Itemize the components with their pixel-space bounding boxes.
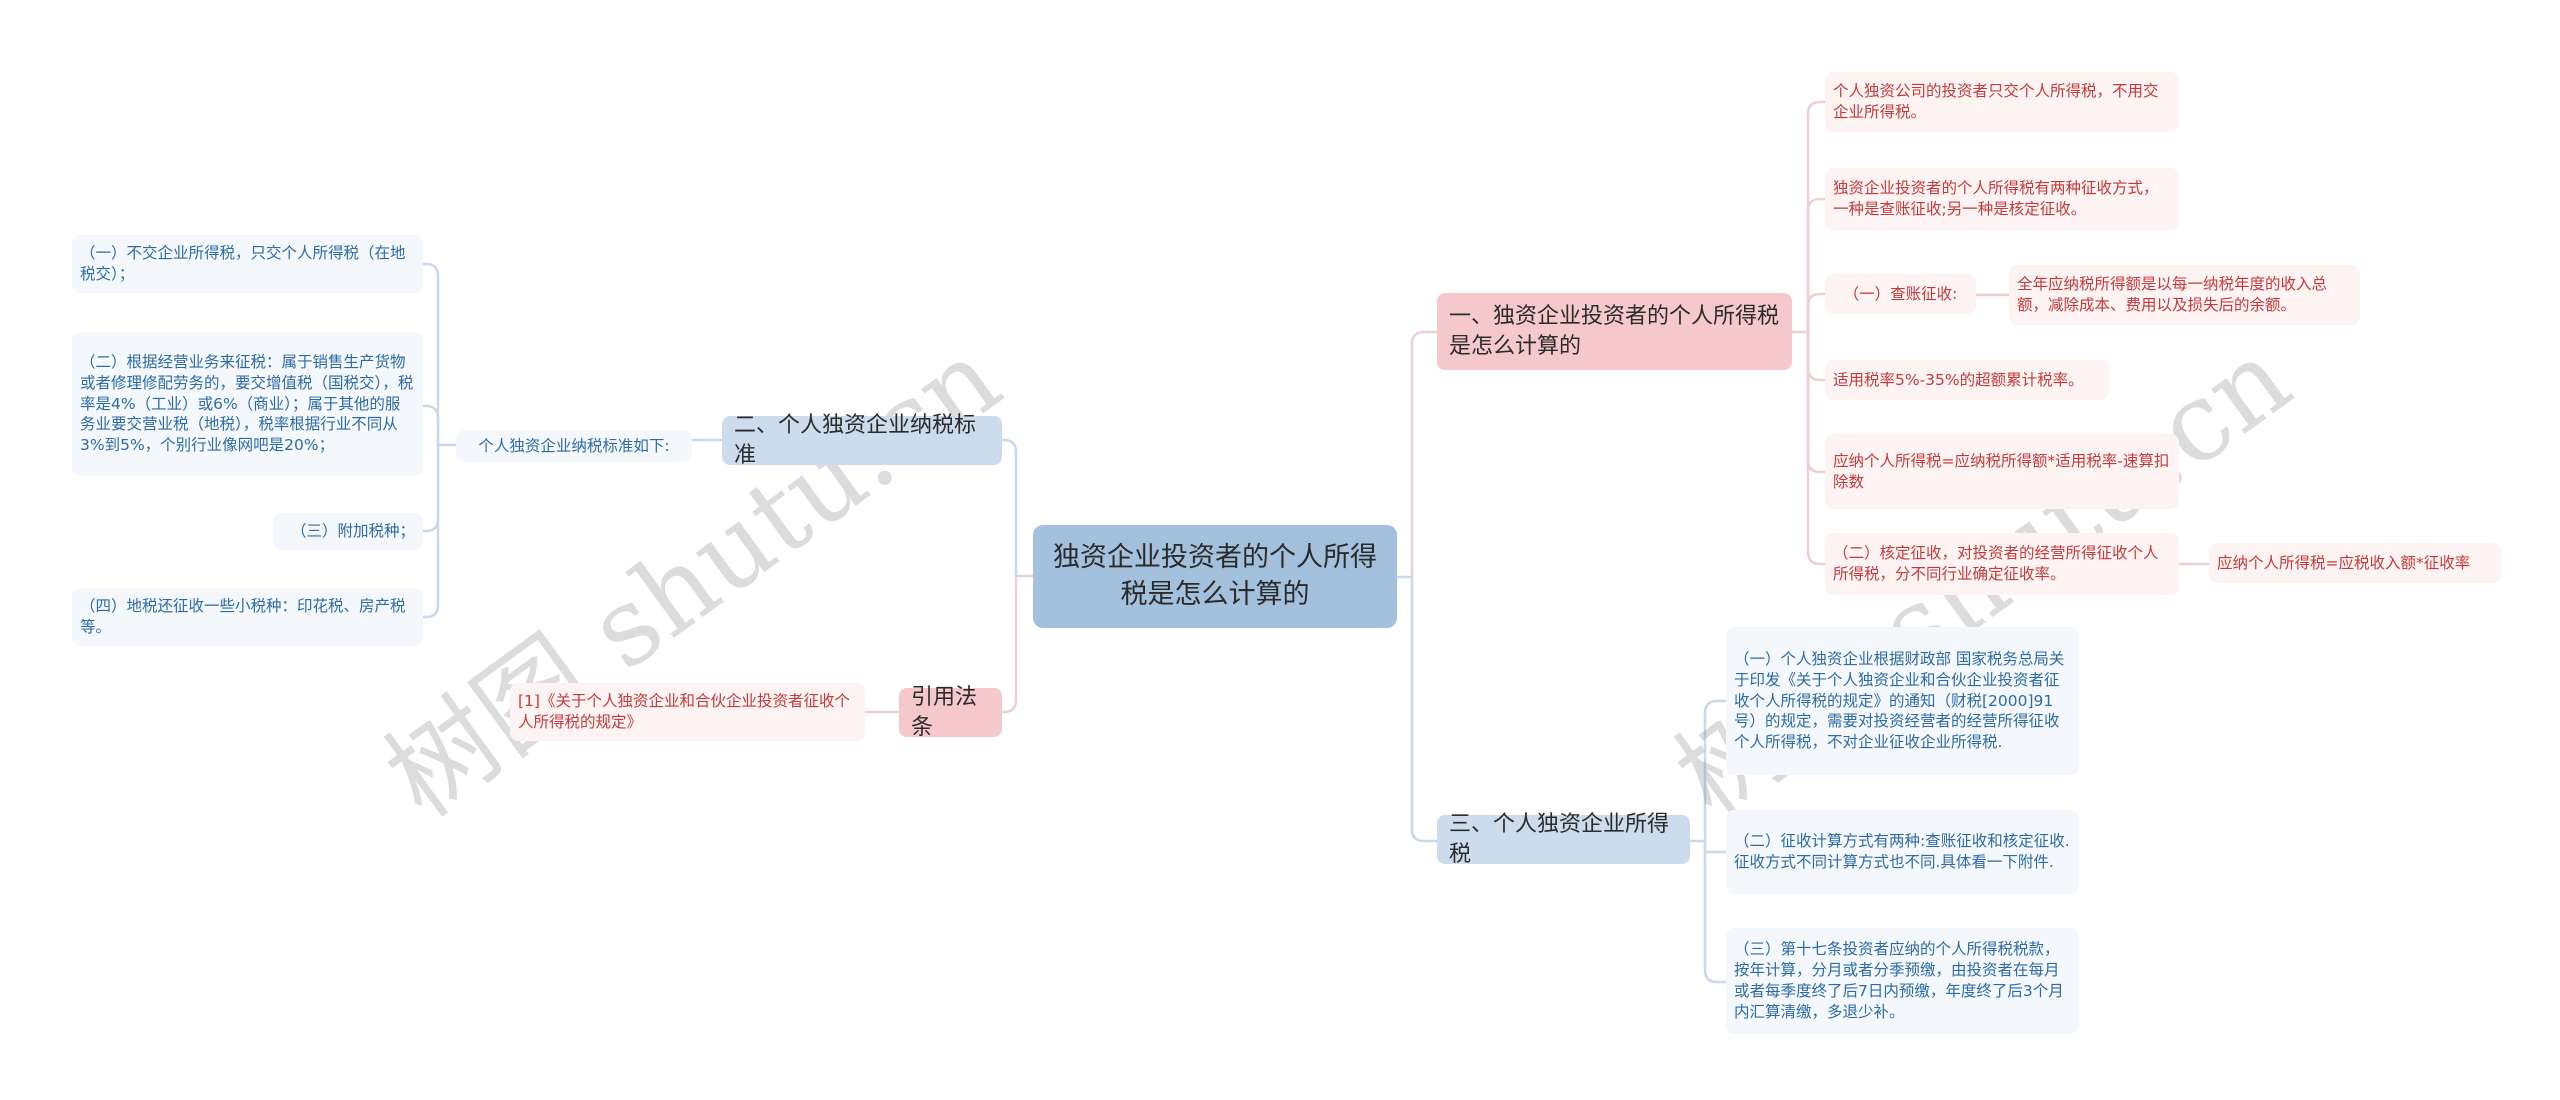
item-text: [1]《关于个人独资企业和合伙企业投资者征收个人所得税的规定》	[518, 692, 850, 731]
tax-standard-item-1[interactable]: （一）不交企业所得税，只交个人所得税（在地税交）；	[72, 235, 423, 293]
root-node[interactable]: 独资企业投资者的个人所得税是怎么计算的	[1033, 525, 1397, 628]
corp-tax-item-2[interactable]: （二）征收计算方式有两种:查账征收和核定征收.征收方式不同计算方式也不同.具体看…	[1726, 810, 2079, 894]
branch-corporate-tax-label: 三、个人独资企业所得税	[1449, 811, 1670, 867]
tax-standard-item-3[interactable]: （三）附加税种；	[273, 513, 423, 550]
item-text: 应纳个人所得税=应税收入额*征收率	[2217, 553, 2471, 572]
calc-item-3[interactable]: （一）查账征收:	[1825, 274, 1976, 314]
calc-item-3-detail[interactable]: 全年应纳税所得额是以每一纳税年度的收入总额，减除成本、费用以及损失后的余额。	[2009, 265, 2360, 325]
corp-tax-item-1[interactable]: （一）个人独资企业根据财政部 国家税务总局关于印发《关于个人独资企业和合伙企业投…	[1726, 627, 2079, 775]
item-text: （三）第十七条投资者应纳的个人所得税税款，按年计算，分月或者分季预缴，由投资者在…	[1734, 940, 2064, 1021]
tax-standard-item-2[interactable]: （二）根据经营业务来征税：属于销售生产货物或者修理修配劳务的，要交增值税（国税交…	[72, 332, 423, 476]
calc-item-6-detail[interactable]: 应纳个人所得税=应税收入额*征收率	[2209, 543, 2501, 583]
root-label: 独资企业投资者的个人所得税是怎么计算的	[1053, 542, 1377, 610]
calc-item-2[interactable]: 独资企业投资者的个人所得税有两种征收方式，一种是查账征收;另一种是核定征收。	[1825, 168, 2179, 230]
tax-standard-item-4[interactable]: （四）地税还征收一些小税种：印花税、房产税等。	[72, 588, 423, 646]
item-text: （四）地税还征收一些小税种：印花税、房产税等。	[80, 597, 406, 636]
calc-item-4[interactable]: 适用税率5%-35%的超额累计税率。	[1825, 360, 2109, 400]
item-text: 全年应纳税所得额是以每一纳税年度的收入总额，减除成本、费用以及损失后的余额。	[2017, 275, 2328, 314]
branch-citation[interactable]: 引用法条	[899, 685, 1002, 740]
item-text: （二）核定征收，对投资者的经营所得征收个人所得税，分不同行业确定征收率。	[1833, 544, 2159, 583]
item-text: 独资企业投资者的个人所得税有两种征收方式，一种是查账征收;另一种是核定征收。	[1833, 179, 2159, 218]
branch-tax-standard[interactable]: 二、个人独资企业纳税标准	[722, 413, 1002, 468]
item-text: （二）征收计算方式有两种:查账征收和核定征收.征收方式不同计算方式也不同.具体看…	[1734, 832, 2070, 871]
calc-item-6[interactable]: （二）核定征收，对投资者的经营所得征收个人所得税，分不同行业确定征收率。	[1825, 533, 2179, 595]
item-text: 应纳个人所得税=应纳税所得额*适用税率-速算扣除数	[1833, 451, 2170, 491]
citation-item-1[interactable]: [1]《关于个人独资企业和合伙企业投资者征收个人所得税的规定》	[510, 683, 865, 741]
item-text: （三）附加税种；	[290, 522, 415, 541]
item-text: 个人独资公司的投资者只交个人所得税，不用交企业所得税。	[1833, 82, 2159, 121]
item-text: （一）不交企业所得税，只交个人所得税（在地税交）；	[80, 244, 406, 283]
branch-tax-standard-label: 二、个人独资企业纳税标准	[734, 412, 977, 468]
tax-standard-intro[interactable]: 个人独资企业纳税标准如下:	[456, 430, 692, 462]
item-text: 适用税率5%-35%的超额累计税率。	[1833, 370, 2084, 389]
calc-item-1[interactable]: 个人独资公司的投资者只交个人所得税，不用交企业所得税。	[1825, 72, 2179, 132]
branch-corporate-tax[interactable]: 三、个人独资企业所得税	[1437, 812, 1690, 867]
item-text: （一）查账征收:	[1843, 284, 1958, 303]
corp-tax-item-3[interactable]: （三）第十七条投资者应纳的个人所得税税款，按年计算，分月或者分季预缴，由投资者在…	[1726, 928, 2079, 1034]
branch-citation-label: 引用法条	[911, 684, 978, 740]
branch-calculation-label: 一、独资企业投资者的个人所得税是怎么计算的	[1449, 303, 1780, 359]
item-text: （一）个人独资企业根据财政部 国家税务总局关于印发《关于个人独资企业和合伙企业投…	[1734, 649, 2065, 752]
tax-standard-intro-label: 个人独资企业纳税标准如下:	[478, 436, 670, 455]
calc-item-5[interactable]: 应纳个人所得税=应纳税所得额*适用税率-速算扣除数	[1825, 434, 2179, 509]
branch-calculation[interactable]: 一、独资企业投资者的个人所得税是怎么计算的	[1437, 293, 1792, 370]
item-text: （二）根据经营业务来征税：属于销售生产货物或者修理修配劳务的，要交增值税（国税交…	[80, 352, 414, 455]
